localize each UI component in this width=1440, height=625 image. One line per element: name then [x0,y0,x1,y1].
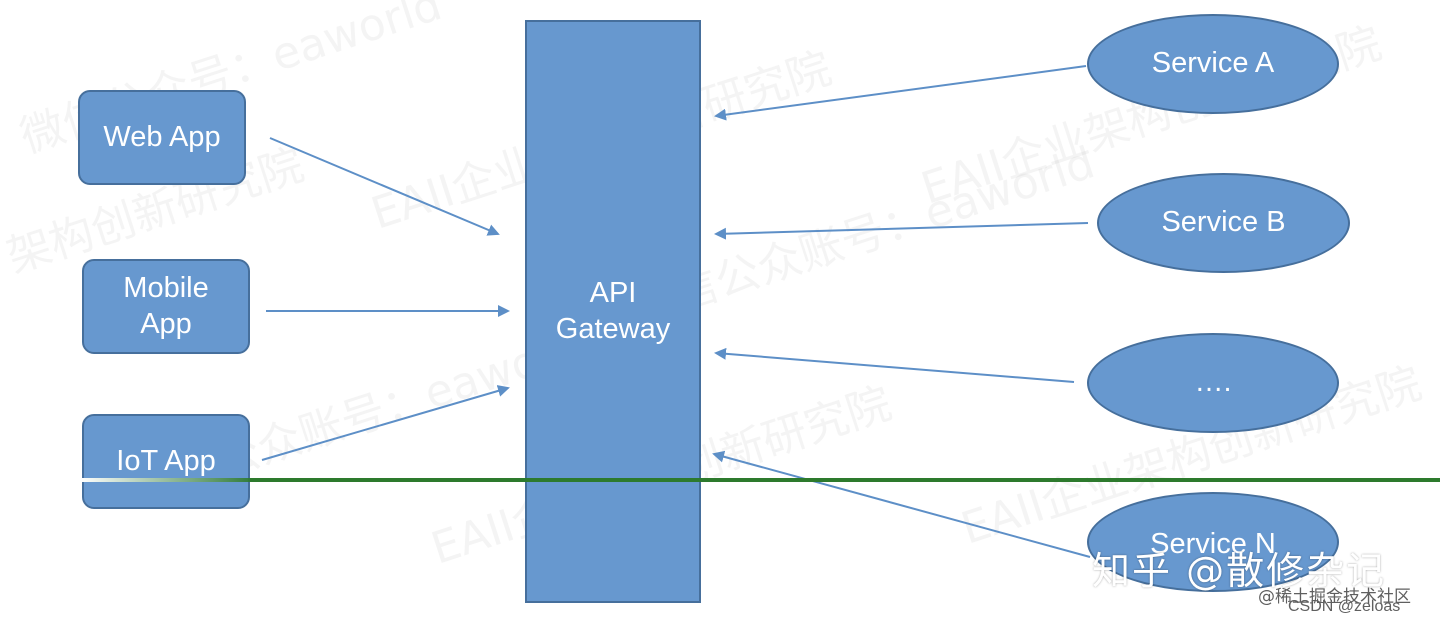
service-ellipsis-label: …. [1194,366,1232,399]
arrow-service-n-to-gateway [712,450,1091,558]
service-n-label: Service N [1150,528,1276,560]
service-a-label: Service A [1151,47,1275,80]
api-gateway-label-line2: Gateway [555,312,671,345]
juejin-watermark: @稀土掘金技术社区 [1258,587,1411,607]
service-n-box: Service N [1087,492,1339,592]
service-a-box: Service A [1087,14,1339,114]
web-app-box: Web App [78,90,246,185]
mobile-app-label-line1: Mobile [123,272,209,305]
zhihu-watermark: 知乎 @散修杂记 [1092,549,1387,593]
service-b-label: Service B [1161,206,1286,239]
api-gateway-label-line1: API [589,277,637,310]
arrow-web-to-gateway [269,137,500,236]
service-b-box: Service B [1097,173,1350,273]
arrow-iot-to-gateway [261,385,510,461]
iot-app-box: IoT App [82,414,250,509]
arrow-service-b-to-gateway [714,222,1089,240]
web-app-label: Web App [103,120,221,153]
horizontal-separator-line [80,478,1440,482]
service-ellipsis-box: …. [1087,333,1339,433]
mobile-app-label-line2: App [140,307,192,340]
csdn-watermark: CSDN @zeloas [1288,598,1401,615]
mobile-app-box: Mobile App [82,259,250,354]
arrow-service-a-to-gateway [714,65,1087,121]
arrow-service-ellipsis-to-gateway [714,347,1075,383]
iot-app-label: IoT App [116,444,216,477]
api-gateway-box: API Gateway [525,20,701,603]
